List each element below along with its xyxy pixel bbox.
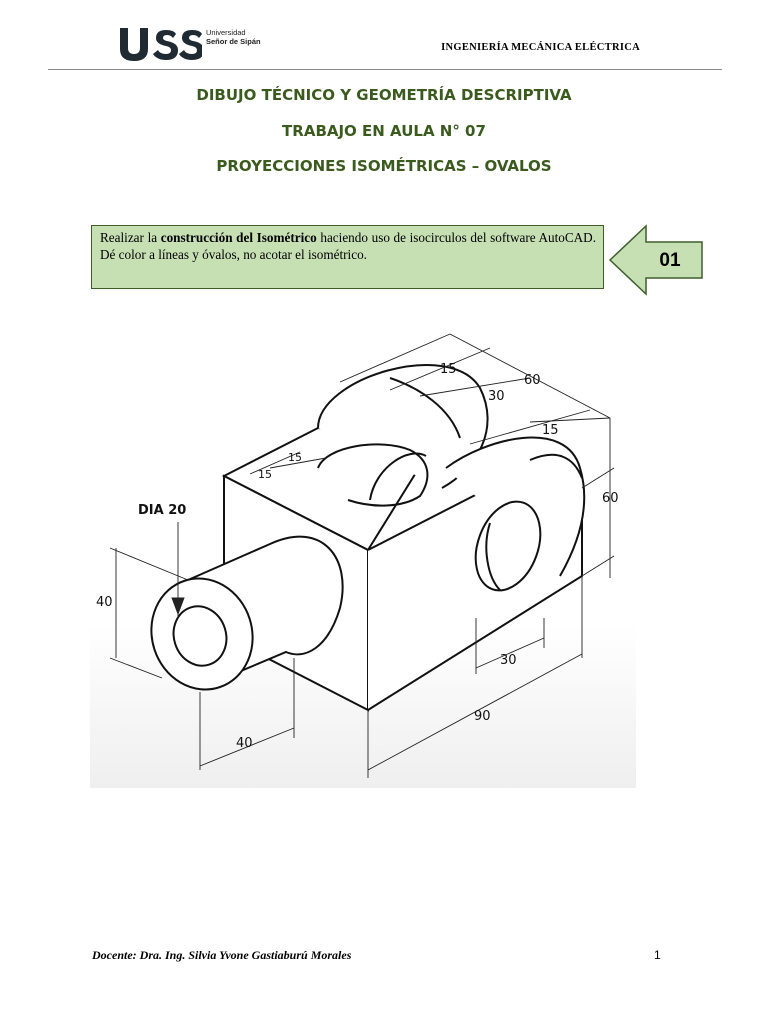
dim-dia-20: DIA 20 [138, 503, 186, 518]
dim-60-top: 60 [524, 373, 541, 388]
dim-30-bottom: 30 [500, 653, 517, 668]
dimension-labels: 15 60 30 15 15 15 60 DIA 20 40 30 90 40 [96, 362, 619, 751]
footer-instructor: Docente: Dra. Ing. Silvia Yvone Gastiabu… [92, 948, 352, 962]
page-number: 1 [654, 948, 661, 962]
isometric-figure: 15 60 30 15 15 15 60 DIA 20 40 30 90 40 [90, 318, 636, 788]
instruction-text-2: haciendo uso de isocirculos del software… [100, 230, 596, 262]
dim-15-a: 15 [288, 451, 302, 464]
dim-90: 90 [474, 709, 491, 724]
uss-logo-mark [120, 28, 202, 61]
isometric-drawing: 15 60 30 15 15 15 60 DIA 20 40 30 90 40 [90, 318, 636, 788]
dim-60-right: 60 [602, 491, 619, 506]
university-logo: Universidad Señor de Sipán [118, 26, 268, 64]
dim-40-bottom: 40 [236, 736, 253, 751]
exercise-arrow-badge [608, 224, 703, 296]
dim-40-left: 40 [96, 595, 113, 610]
exercise-number: 01 [659, 250, 681, 271]
instruction-box: Realizar la construcción del Isométrico … [91, 225, 604, 289]
course-title: DIBUJO TÉCNICO Y GEOMETRÍA DESCRIPTIVA [196, 86, 572, 104]
university-line2: Señor de Sipán [206, 37, 261, 46]
dim-30-top: 30 [488, 389, 505, 404]
dim-15-top: 15 [440, 362, 457, 377]
university-line1: Universidad [206, 28, 246, 37]
instruction-bold: construcción del Isométrico [160, 230, 317, 245]
instruction-text-1: Realizar la [100, 230, 161, 245]
topic-title: PROYECCIONES ISOMÉTRICAS – OVALOS [216, 157, 552, 175]
dimension-lines [109, 333, 615, 778]
assignment-title: TRABAJO EN AULA N° 07 [282, 122, 486, 140]
header-divider [48, 69, 722, 70]
dim-15-b: 15 [258, 468, 272, 481]
department-name: INGENIERÍA MECÁNICA ELÉCTRICA [441, 42, 640, 53]
university-name: Universidad Señor de Sipán [206, 28, 261, 46]
dim-15-right: 15 [542, 423, 559, 438]
